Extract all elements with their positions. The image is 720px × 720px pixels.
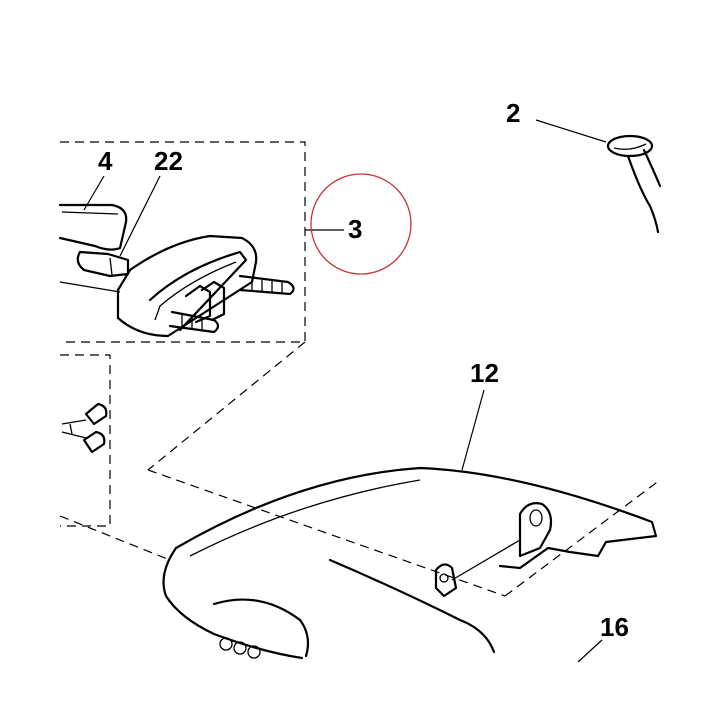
projection-line-4 bbox=[59, 515, 171, 561]
callout-12: 12 bbox=[470, 358, 499, 388]
projection-line-3 bbox=[504, 479, 661, 597]
part-2-plug bbox=[606, 134, 662, 234]
part-4-lens bbox=[58, 203, 128, 251]
projection-line-2 bbox=[147, 469, 506, 597]
leader-16 bbox=[577, 639, 603, 663]
highlight-circle bbox=[310, 173, 412, 275]
callout-3: 3 bbox=[348, 214, 362, 244]
leader-22 bbox=[119, 175, 161, 257]
leader-2 bbox=[535, 119, 607, 143]
detail-box-lower bbox=[60, 354, 111, 527]
callout-22: 22 bbox=[154, 146, 183, 176]
leader-4 bbox=[83, 175, 105, 211]
callout-4: 4 bbox=[98, 146, 113, 176]
leader-12 bbox=[461, 389, 485, 471]
projection-line-1 bbox=[147, 341, 306, 471]
callout-16: 16 bbox=[600, 612, 629, 642]
part-22-bulb bbox=[59, 250, 130, 293]
detail-box-upper bbox=[60, 141, 306, 343]
callout-2: 2 bbox=[506, 98, 520, 128]
part-12-body-panel bbox=[162, 466, 658, 660]
part-connectors bbox=[61, 402, 108, 454]
part-3-lamp-housing bbox=[116, 234, 295, 338]
